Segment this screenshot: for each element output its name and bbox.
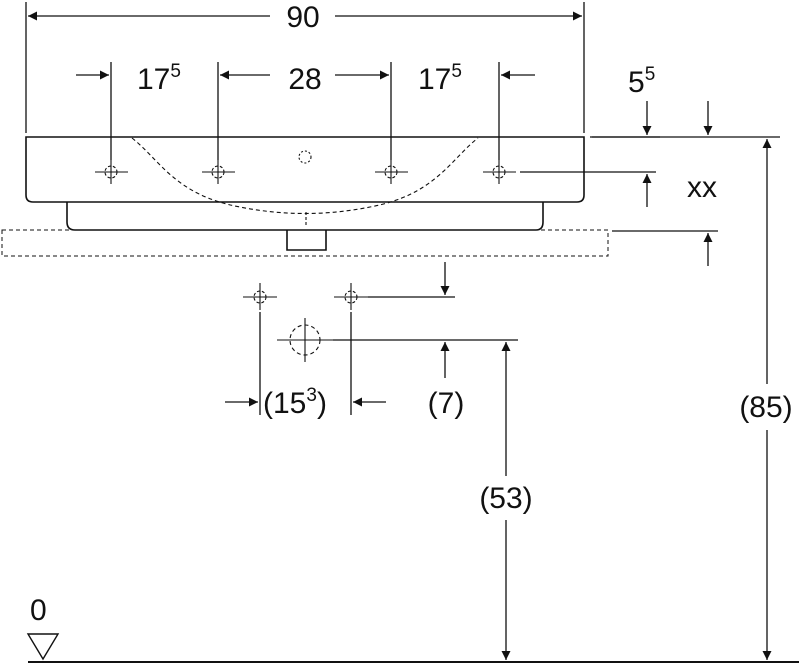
washbasin-outline [25,136,585,251]
overall-width-dimension [25,2,585,133]
floor-level-label: 0 [30,594,47,627]
overflow-hole [298,150,312,164]
tap-hole-marker-4 [483,160,516,184]
supply-marker-left [243,283,277,310]
tap-hole-marker-3 [375,160,408,184]
xx-label: xx [687,171,717,204]
supply-marker-right [334,283,368,310]
supply-connection-markers [243,283,368,362]
tap-spacing-dimensions [76,62,535,160]
rim-offset-label: 55 [628,64,655,99]
countertop-outline [1,229,609,257]
tap-hole-marker-1 [95,160,128,184]
floor-level-symbol [26,633,60,661]
supply-dimension-lines [225,262,518,415]
bowl-hidden-line [131,137,479,215]
supply-spacing-label: (153) [263,385,327,420]
rim-offset-dimension [520,101,780,266]
right-spacing-label: 175 [418,61,462,96]
tap-hole-marker-2 [202,160,235,184]
center-spacing-label: 28 [288,63,321,96]
supply-offset-label: (7) [428,387,465,420]
overall-width-label: 90 [286,1,319,34]
rim-height-label: (85) [739,391,792,424]
tap-hole-markers [95,150,516,184]
drain-outlet-marker [277,318,333,362]
drain-height-label: (53) [479,482,532,515]
height-dimensions [501,139,772,660]
left-spacing-label: 175 [137,61,181,96]
